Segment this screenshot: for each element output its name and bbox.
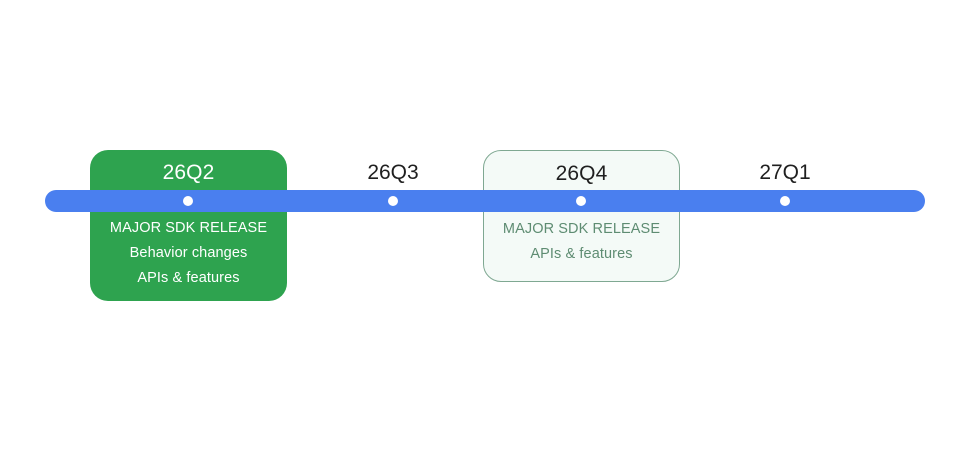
milestone-card-26q2-line-3: APIs & features xyxy=(137,270,240,286)
milestone-card-26q2-body: MAJOR SDK RELEASE Behavior changes APIs … xyxy=(90,216,287,291)
milestone-label-27q1: 27Q1 xyxy=(759,161,811,184)
milestone-dot-26q3[interactable] xyxy=(388,196,398,206)
milestone-card-26q2-line-1: MAJOR SDK RELEASE xyxy=(109,220,268,236)
milestone-card-26q4-line-1: MAJOR SDK RELEASE xyxy=(502,221,661,237)
milestone-card-26q2-period: 26Q2 xyxy=(162,161,215,184)
milestone-dot-26q4[interactable] xyxy=(576,196,586,206)
milestone-dot-26q2[interactable] xyxy=(183,196,193,206)
milestone-card-26q4-line-2: APIs & features xyxy=(530,246,633,262)
milestone-card-26q2[interactable]: 26Q2 MAJOR SDK RELEASE Behavior changes … xyxy=(90,150,287,301)
milestone-label-26q3: 26Q3 xyxy=(367,161,419,184)
milestone-card-26q2-line-2: Behavior changes xyxy=(129,245,248,261)
milestone-card-26q4-period: 26Q4 xyxy=(555,162,608,185)
milestone-dot-27q1[interactable] xyxy=(780,196,790,206)
timeline-bar xyxy=(45,190,925,212)
milestone-card-26q4[interactable]: 26Q4 MAJOR SDK RELEASE APIs & features xyxy=(483,150,680,282)
milestone-card-26q4-body: MAJOR SDK RELEASE APIs & features xyxy=(484,217,679,267)
